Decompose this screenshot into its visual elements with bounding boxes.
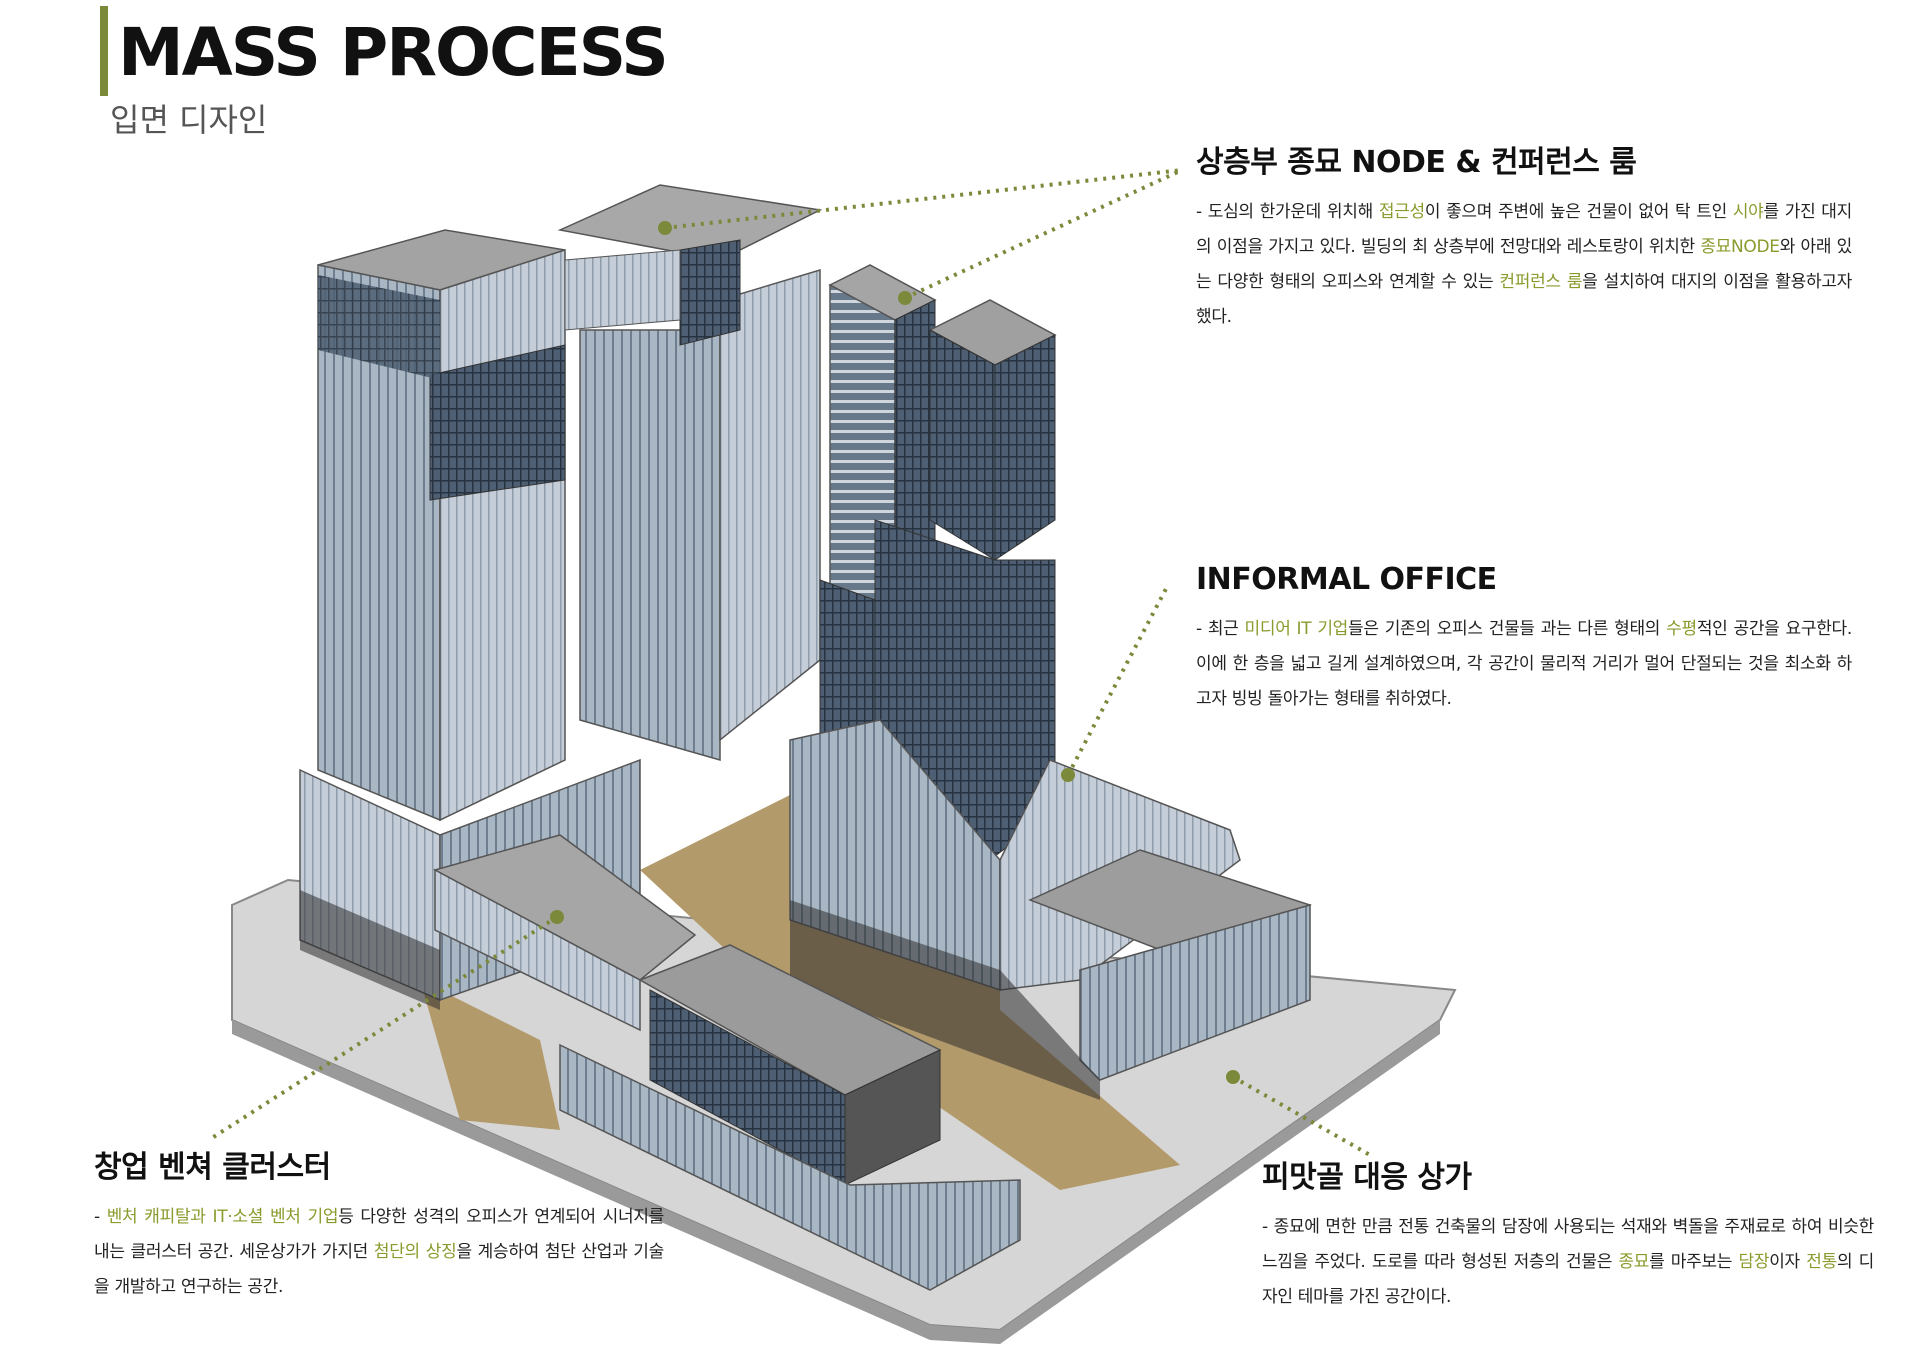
body-text: 등 다양한 성격의 오피스가 연계되어 시너지를 내는 클러스터 공간. 세운상…: [94, 1207, 664, 1262]
leader-top-node-1: [664, 168, 1183, 230]
venture-block-front: [434, 868, 641, 1032]
informal-office-base: [790, 900, 1100, 1100]
tower1-front: [439, 248, 566, 822]
body-text: - 종묘에 면한 만큼 전통 건축물의 담장에 사용되는 석재와 벽돌을 주재료…: [1262, 1217, 1874, 1272]
highlight-text: 컨퍼런스 룸: [1499, 272, 1583, 292]
annotation-top-node: 상층부 종묘 NODE & 컨퍼런스 룸 - 도심의 한가운데 위치해 접근성이…: [1196, 145, 1852, 335]
body-text: 적인 공간을 요구한다. 이에 한 층을 넓고 길게 설계하였으며, 각 공간이…: [1196, 619, 1852, 709]
title-accent-bar: [100, 6, 108, 96]
tower1-upper-dark: [318, 275, 440, 380]
tower1-dark-band: [429, 344, 566, 501]
annotation-pimatgol: 피맛골 대응 상가 - 종묘에 면한 만큼 전통 건축물의 담장에 사용되는 석…: [1262, 1160, 1874, 1315]
connector-bridge: [564, 249, 681, 331]
body-text: 를 가진 대지의 이점을 가지고 있다. 빌딩의 최 상층부에 전망대와 레스토…: [1196, 202, 1852, 257]
leader-lines: [210, 168, 1371, 1157]
tower4-front: [994, 334, 1056, 561]
annotation-venture-cluster: 창업 벤쳐 클러스터 - 벤처 캐피탈과 IT·소셜 벤처 기업등 다양한 성격…: [94, 1150, 664, 1305]
annotation-body: - 벤처 캐피탈과 IT·소셜 벤처 기업등 다양한 성격의 오피스가 연계되어…: [94, 1200, 664, 1305]
podium-left-base: [300, 890, 440, 1010]
annotation-body: - 도심의 한가운데 위치해 접근성이 좋으며 주변에 높은 건물이 없어 탁 …: [1196, 195, 1852, 335]
venture-low-block: [559, 1043, 1021, 1291]
body-text: 이자: [1769, 1252, 1807, 1272]
body-text: 의 디자인 테마를 가진 공간이다.: [1262, 1252, 1874, 1307]
informal-office-front: [1079, 904, 1311, 1081]
leader-dots: [550, 221, 1240, 1084]
highlight-text: 첨단의 상징: [373, 1242, 457, 1262]
highlight-text: 벤처 캐피탈과 IT·소셜 벤처 기업: [106, 1207, 339, 1227]
body-text: -: [94, 1207, 107, 1227]
tower2-roof: [557, 184, 823, 261]
venture-block2-end: [844, 1049, 941, 1186]
highlight-text: 미디어 IT 기업: [1244, 619, 1349, 639]
annotation-body: - 종묘에 면한 만큼 전통 건축물의 담장에 사용되는 석재와 벽돌을 주재료…: [1262, 1210, 1874, 1315]
dot-informal: [1061, 768, 1075, 782]
body-text: 와 아래 있는 다양한 형태의 오피스와 연계할 수 있는: [1196, 237, 1852, 292]
highlight-text: 시야: [1732, 202, 1764, 222]
highlight-text: 담장: [1738, 1252, 1770, 1272]
dot-pimatgol: [1226, 1070, 1240, 1084]
highlight-text: 접근성: [1378, 202, 1425, 222]
courtyard-plaza-south: [420, 980, 560, 1130]
annotation-title: 상층부 종묘 NODE & 컨퍼런스 룸: [1196, 145, 1637, 180]
leader-informal: [1066, 584, 1170, 776]
body-text: - 최근: [1196, 619, 1245, 639]
dot-venture: [550, 910, 564, 924]
highlight-text: 종묘: [1618, 1252, 1650, 1272]
body-text: - 도심의 한가운데 위치해: [1196, 202, 1379, 222]
body-text: 이 좋으며 주변에 높은 건물이 없어 탁 트인: [1424, 202, 1733, 222]
body-text: 을 계승하여 첨단 산업과 기술을 개발하고 연구하는 공간.: [94, 1242, 664, 1297]
tower2-front: [719, 268, 821, 742]
tower4-side: [929, 329, 996, 561]
annotation-informal-office: INFORMAL OFFICE - 최근 미디어 IT 기업들은 기존의 오피스…: [1196, 562, 1852, 717]
body-text: 을 설치하여 대지의 이점을 활용하고자 했다.: [1196, 272, 1852, 327]
annotation-title: 창업 벤쳐 클러스터: [94, 1150, 331, 1185]
dot-top-node-2: [898, 291, 912, 305]
page-title: MASS PROCESS: [118, 14, 669, 91]
leader-top-node-2: [904, 168, 1183, 300]
body-text: 를 마주보는: [1649, 1252, 1739, 1272]
body-text: 들은 기존의 오피스 건물들 과는 다른 형태의: [1348, 619, 1667, 639]
dot-top-node-1: [658, 221, 672, 235]
annotation-title: INFORMAL OFFICE: [1196, 562, 1497, 597]
page-subtitle: 입면 디자인: [110, 101, 268, 139]
tower2-top-box: [679, 239, 741, 346]
annotation-title: 피맛골 대응 상가: [1262, 1160, 1472, 1195]
highlight-text: 전통: [1806, 1252, 1837, 1272]
highlight-text: 종묘NODE: [1700, 237, 1780, 257]
highlight-text: 수평: [1666, 619, 1697, 639]
annotation-body: - 최근 미디어 IT 기업들은 기존의 오피스 건물들 과는 다른 형태의 수…: [1196, 612, 1852, 717]
tower2-side: [579, 329, 721, 761]
